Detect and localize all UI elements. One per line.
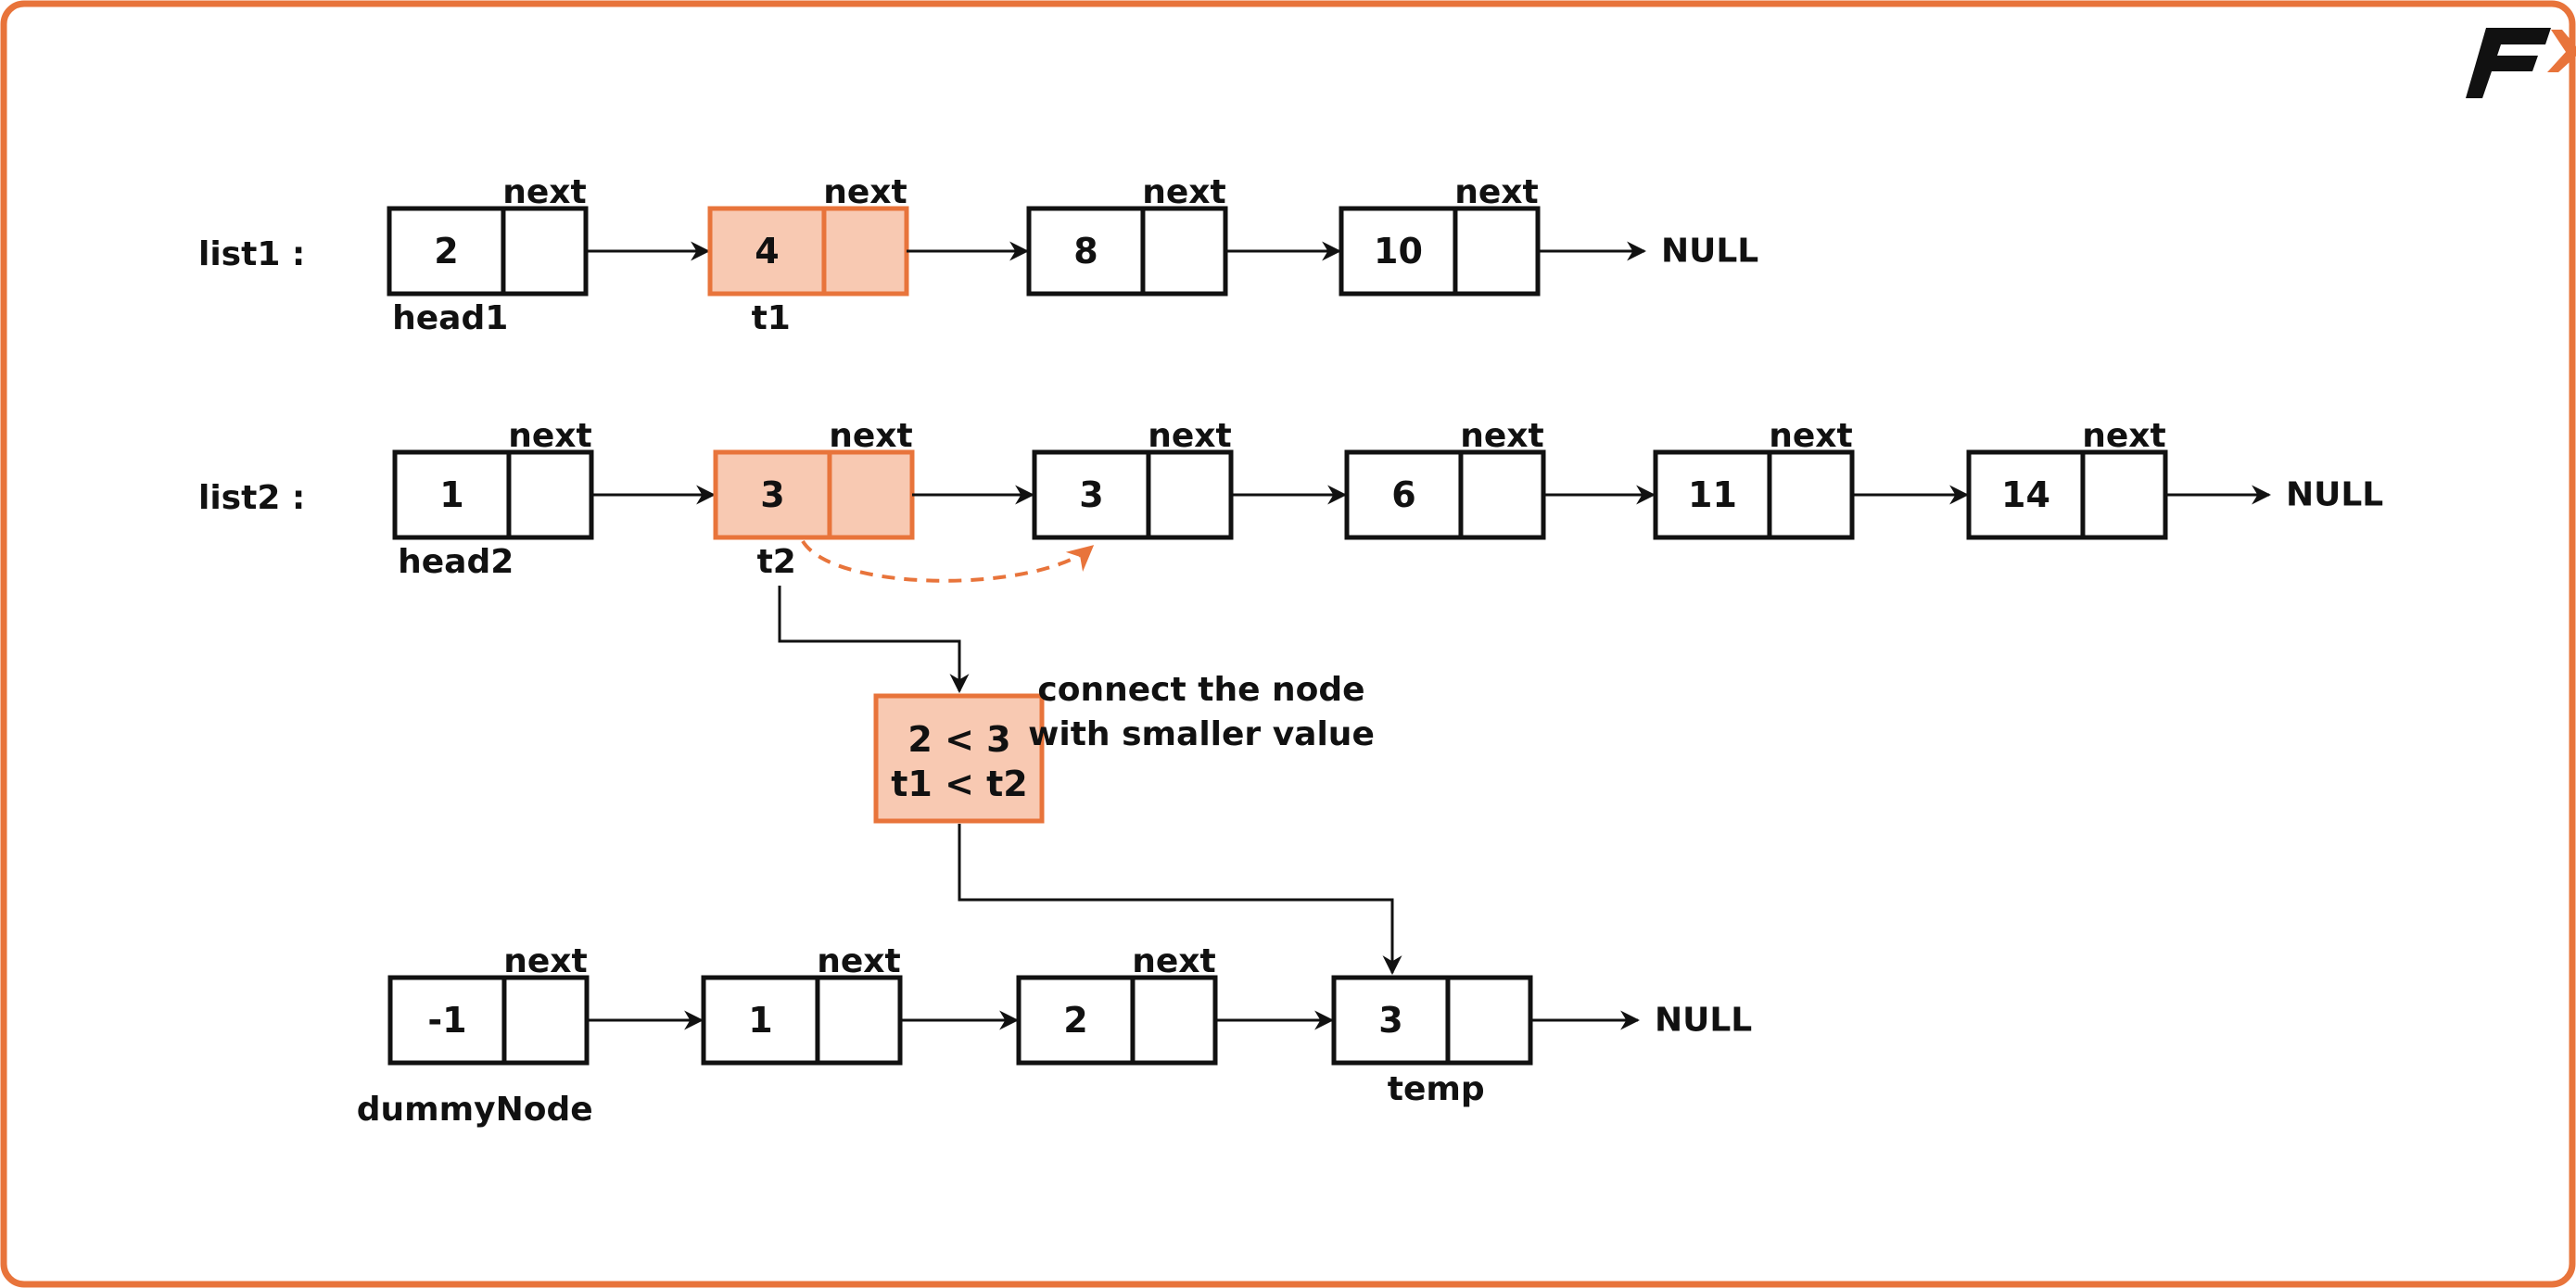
list-node: 2 next head1: [387, 173, 589, 337]
node-box: [1331, 975, 1533, 1066]
comparison-values: 2 < 3: [907, 719, 1010, 760]
next-pointer-label: next: [1142, 173, 1225, 211]
node-value: 14: [2001, 474, 2050, 515]
node-box: [1032, 449, 1234, 540]
node-box: [1966, 449, 2168, 540]
list1-label: list1 :: [198, 235, 305, 273]
pointer-label-temp: temp: [1388, 1070, 1485, 1108]
list-node: -1 next dummyNode: [357, 942, 593, 1129]
next-pointer-label: next: [817, 942, 900, 980]
pointer-label-t1: t1: [752, 299, 791, 337]
list-node: 2 next: [1016, 942, 1218, 1066]
list-node: 3 next: [1032, 417, 1234, 540]
pointer-label-head2: head2: [398, 543, 514, 581]
comparison-pointers: t1 < t2: [891, 764, 1028, 804]
list-node: 10 next: [1339, 173, 1541, 297]
next-pointer-label: next: [1460, 417, 1543, 455]
list-node: 3 temp: [1331, 975, 1533, 1108]
node-value: 10: [1374, 231, 1423, 271]
linked-lists: 2nexthead14nextt18next10nextNULL1nexthea…: [357, 173, 2384, 1129]
node-box: [387, 975, 590, 1066]
pointer-label-t2: t2: [757, 543, 796, 581]
node-box: [707, 206, 909, 297]
list-node: 14 next: [1966, 417, 2168, 540]
node-box: [1026, 206, 1228, 297]
node-value: 11: [1688, 474, 1737, 515]
node-value: 3: [1079, 474, 1103, 515]
node-value: 3: [1378, 1000, 1402, 1041]
connect-note-line1: connect the node: [1037, 671, 1364, 709]
node-box: [1344, 449, 1546, 540]
list-node: 1 next head2: [392, 417, 594, 581]
next-pointer-label: next: [2082, 417, 2165, 455]
node-value: 6: [1391, 474, 1415, 515]
list-node: 1 next: [701, 942, 903, 1066]
list-node: 11 next: [1653, 417, 1855, 540]
null-terminator: NULL: [1661, 233, 1758, 271]
list2-label: list2 :: [198, 479, 305, 517]
pointer-label-dummynode: dummyNode: [357, 1091, 593, 1129]
node-value: 8: [1073, 231, 1098, 271]
node-box: [713, 449, 915, 540]
compare-to-temp-connector: [958, 824, 1402, 976]
list-node: 4 next t1: [707, 173, 909, 337]
pointer-label-head1: head1: [392, 299, 508, 337]
node-value: -1: [427, 1000, 466, 1041]
next-pointer-label: next: [829, 417, 912, 455]
advance-t2-dashed-arrow: [801, 539, 1095, 583]
node-box: [1653, 449, 1855, 540]
next-pointer-label: next: [503, 942, 587, 980]
connect-note-line2: with smaller value: [1028, 715, 1375, 753]
next-pointer-label: next: [823, 173, 907, 211]
node-box: [701, 975, 903, 1066]
next-pointer-label: next: [1132, 942, 1215, 980]
brand-f-arrow-logo-icon: [2466, 28, 2576, 98]
next-pointer-label: next: [1769, 417, 1852, 455]
list-node: 3 next t2: [713, 417, 915, 581]
next-pointer-label: next: [502, 173, 586, 211]
node-value: 2: [434, 231, 458, 271]
t2-to-compare-connector: [778, 586, 970, 694]
node-box: [387, 206, 589, 297]
next-pointer-label: next: [1148, 417, 1231, 455]
node-value: 1: [748, 1000, 772, 1041]
null-terminator: NULL: [2286, 476, 2383, 514]
node-value: 4: [755, 231, 779, 271]
comparison-box: 2 < 3 t1 < t2: [873, 693, 1045, 824]
next-pointer-label: next: [1454, 173, 1538, 211]
node-box: [1016, 975, 1218, 1066]
node-value: 2: [1063, 1000, 1087, 1041]
node-box: [1339, 206, 1541, 297]
node-value: 3: [760, 474, 784, 515]
null-terminator: NULL: [1655, 1002, 1752, 1040]
next-pointer-label: next: [508, 417, 591, 455]
node-value: 1: [439, 474, 463, 515]
node-box: [392, 449, 594, 540]
